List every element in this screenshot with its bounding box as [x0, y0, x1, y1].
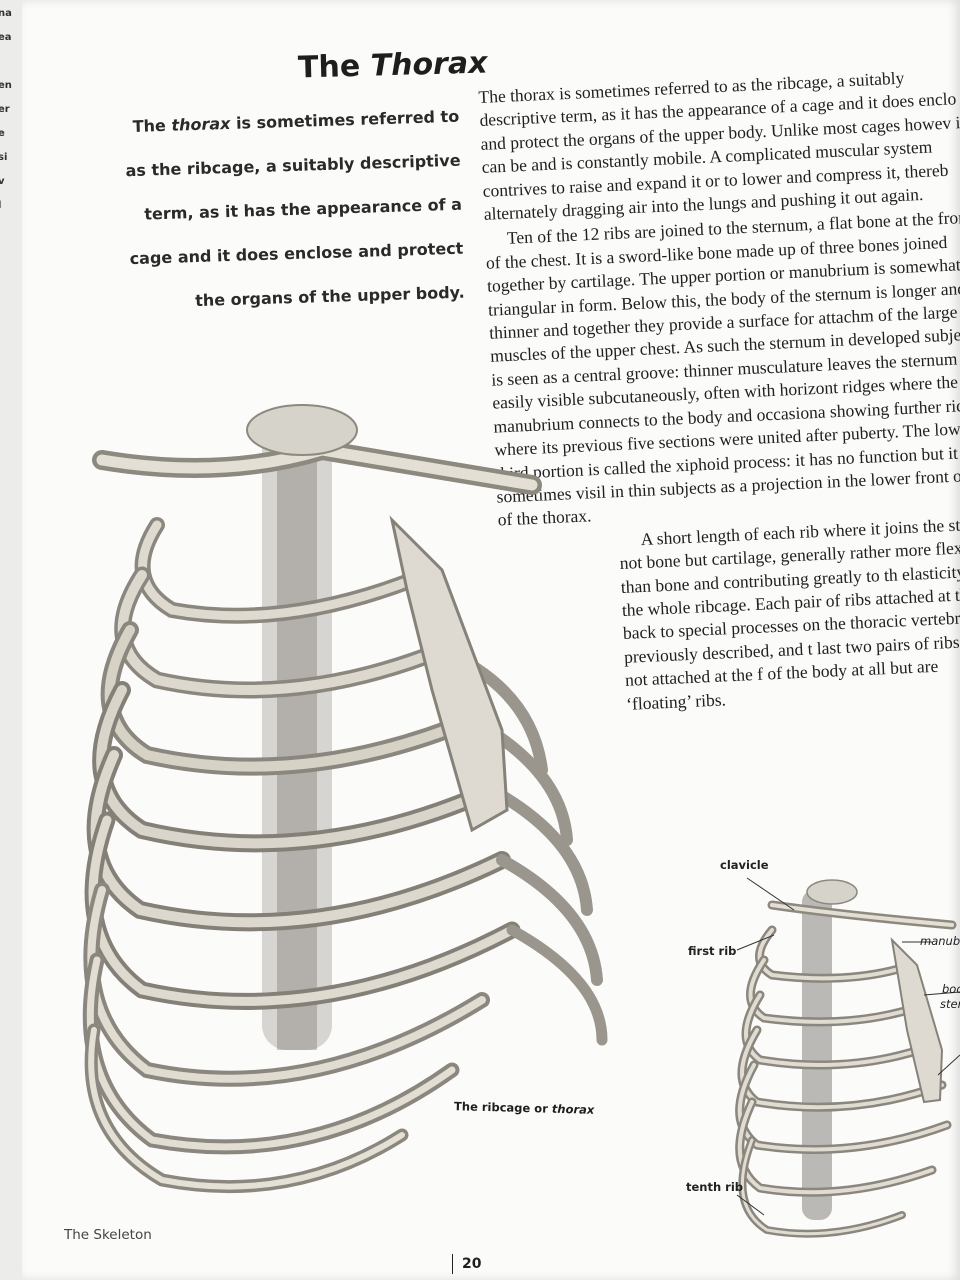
label-sternum: ster — [940, 997, 960, 1011]
pull-quote-emphasis: thorax — [171, 113, 231, 135]
running-footer: The Skeleton — [64, 1227, 152, 1243]
labeled-ribcage-diagram — [735, 877, 960, 1238]
prev-page-fragment: v — [0, 176, 5, 187]
body-paragraph: The thorax is sometimes referred to as t… — [478, 67, 960, 224]
page-number: 20 — [452, 1254, 481, 1274]
label-first-rib: first rib — [688, 944, 737, 958]
book-page: The Thorax The thorax is sometimes refer… — [22, 0, 960, 1280]
prev-page-fragment: en — [0, 80, 12, 91]
prev-page-fragment: er — [0, 104, 10, 115]
prev-page-fragment: si — [0, 152, 8, 163]
title-emphasis: Thorax — [370, 45, 488, 84]
caption-text: The ribcage or — [453, 1099, 553, 1116]
label-clavicle: clavicle — [720, 858, 769, 872]
pull-quote-rest: is sometimes referred to as the ribcage,… — [125, 106, 465, 311]
ribcage-illustration — [82, 404, 608, 1194]
label-tenth-rib: tenth rib — [686, 1180, 744, 1194]
prev-page-fragment: l — [0, 200, 1, 211]
page-title: The Thorax — [298, 46, 488, 86]
label-manubrium: manubri — [920, 934, 960, 948]
label-body: bod — [942, 982, 960, 996]
caption-emphasis: thorax — [551, 1101, 595, 1117]
title-prefix: The — [297, 48, 372, 86]
prev-page-fragment: e — [0, 128, 5, 139]
previous-page-edge: na ea en er e si v l — [0, 0, 22, 1280]
prev-page-fragment: na — [0, 8, 12, 19]
prev-page-fragment: ea — [0, 32, 12, 43]
pull-quote-start: The — [132, 115, 172, 136]
pull-quote: The thorax is sometimes referred to as t… — [119, 95, 466, 326]
